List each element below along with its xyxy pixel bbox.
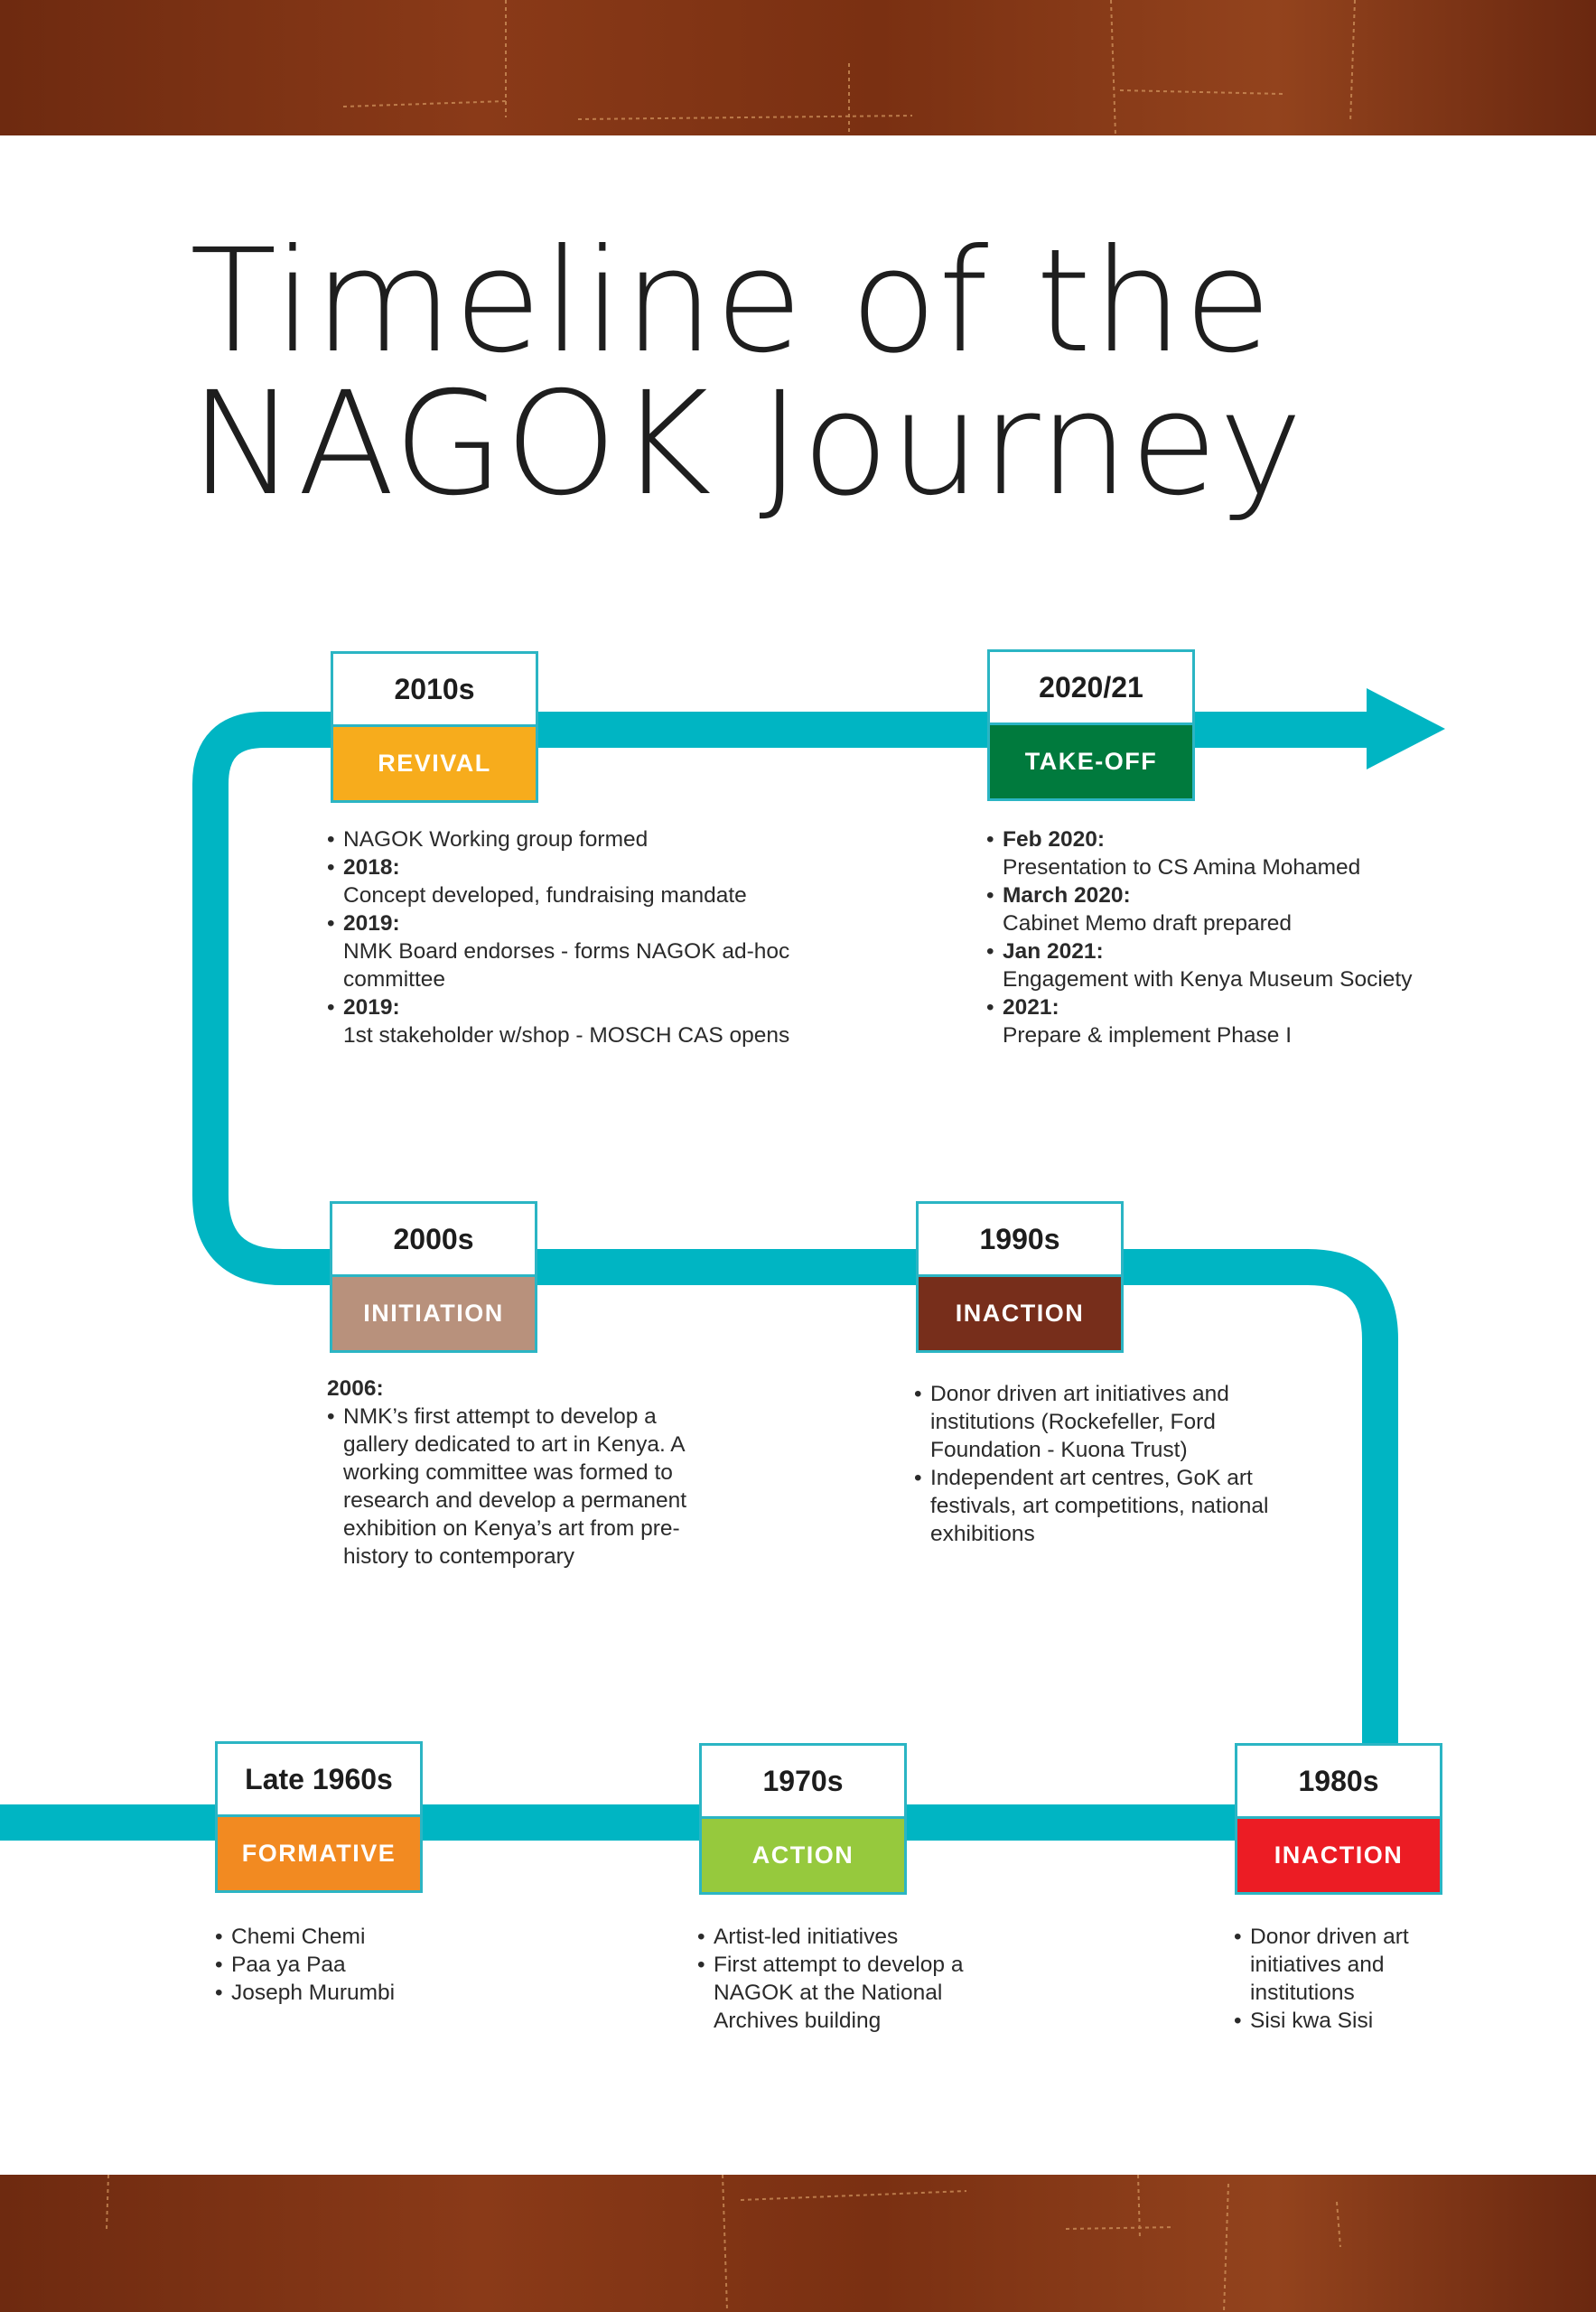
list-item: NMK’s first attempt to develop a gallery… bbox=[327, 1403, 706, 1571]
list-item: Feb 2020: Presentation to CS Amina Mohame… bbox=[986, 825, 1492, 881]
notes-list: Feb 2020: Presentation to CS Amina Mohame… bbox=[986, 825, 1492, 1049]
notes-1980s: Donor driven art initiatives and institu… bbox=[1234, 1923, 1460, 2035]
list-item-text: NAGOK Working group formed bbox=[343, 827, 649, 852]
list-item-text: Presentation to CS Amina Mohamed bbox=[1003, 855, 1361, 880]
top-fabric-band bbox=[0, 0, 1596, 135]
list-item-date: Feb 2020: bbox=[1003, 827, 1106, 852]
list-item: Donor driven art initiatives and institu… bbox=[1234, 1923, 1460, 2007]
list-item: Joseph Murumbi bbox=[215, 1979, 486, 2007]
milestone-1970s: 1970s ACTION bbox=[699, 1743, 907, 1895]
list-item-date: Jan 2021: bbox=[1003, 939, 1104, 964]
page-title: Timeline of the NAGOK Journey bbox=[190, 230, 1304, 516]
milestone-phase-inaction: INACTION bbox=[1235, 1819, 1442, 1895]
list-item: NAGOK Working group formed bbox=[327, 825, 860, 853]
list-item: 2018: Concept developed, fundraising mand… bbox=[327, 853, 860, 909]
notes-1970s: Artist-led initiativesFirst attempt to d… bbox=[697, 1923, 1004, 2035]
list-item: Jan 2021: Engagement with Kenya Museum So… bbox=[986, 937, 1492, 993]
notes-year-heading: 2006: bbox=[327, 1376, 384, 1401]
list-item-text: Independent art centres, GoK art festiva… bbox=[930, 1466, 1269, 1546]
list-item-text: Sisi kwa Sisi bbox=[1250, 2009, 1374, 2033]
list-item-text: Concept developed, fundraising mandate bbox=[343, 883, 747, 908]
notes-late-1960s: Chemi ChemiPaa ya PaaJoseph Murumbi bbox=[215, 1923, 486, 2007]
notes-2000s: 2006: NMK’s first attempt to develop a ga… bbox=[327, 1375, 706, 1571]
milestone-2010s: 2010s REVIVAL bbox=[331, 651, 538, 803]
milestone-phase-inaction: INACTION bbox=[916, 1277, 1124, 1353]
list-item: Independent art centres, GoK art festiva… bbox=[914, 1464, 1293, 1548]
milestone-2000s: 2000s INITIATION bbox=[330, 1201, 537, 1353]
notes-2020-21: Feb 2020: Presentation to CS Amina Mohame… bbox=[986, 825, 1492, 1049]
list-item: Sisi kwa Sisi bbox=[1234, 2007, 1460, 2035]
list-item-text: Engagement with Kenya Museum Society bbox=[1003, 967, 1413, 992]
milestone-phase-formative: FORMATIVE bbox=[215, 1817, 423, 1893]
list-item-text: NMK’s first attempt to develop a gallery… bbox=[343, 1404, 687, 1569]
list-item: 2019: 1st stakeholder w/shop - MOSCH CAS … bbox=[327, 993, 860, 1049]
list-item: First attempt to develop a NAGOK at the … bbox=[697, 1951, 1004, 2035]
milestone-year: Late 1960s bbox=[215, 1741, 423, 1817]
list-item-text: Paa ya Paa bbox=[231, 1953, 346, 1977]
milestone-year: 2000s bbox=[330, 1201, 537, 1277]
list-item-date: 2018: bbox=[343, 855, 400, 880]
milestone-phase-take-off: TAKE-OFF bbox=[987, 725, 1195, 801]
list-item: Chemi Chemi bbox=[215, 1923, 486, 1951]
notes-2010s: NAGOK Working group formed 2018: Concept d… bbox=[327, 825, 860, 1049]
list-item-text: Donor driven art initiatives and institu… bbox=[930, 1382, 1229, 1462]
milestone-phase-revival: REVIVAL bbox=[331, 727, 538, 803]
milestone-1980s: 1980s INACTION bbox=[1235, 1743, 1442, 1895]
notes-1990s: Donor driven art initiatives and institu… bbox=[914, 1380, 1293, 1548]
milestone-1990s: 1990s INACTION bbox=[916, 1201, 1124, 1353]
list-item: Paa ya Paa bbox=[215, 1951, 486, 1979]
notes-list: NAGOK Working group formed 2018: Concept d… bbox=[327, 825, 860, 1049]
milestone-year: 2020/21 bbox=[987, 649, 1195, 725]
milestone-late-1960s: Late 1960s FORMATIVE bbox=[215, 1741, 423, 1893]
list-item: Artist-led initiatives bbox=[697, 1923, 1004, 1951]
list-item-text: Artist-led initiatives bbox=[714, 1925, 899, 1949]
notes-list: NMK’s first attempt to develop a gallery… bbox=[327, 1403, 706, 1571]
bottom-fabric-band bbox=[0, 2175, 1596, 2312]
notes-list: Chemi ChemiPaa ya PaaJoseph Murumbi bbox=[215, 1923, 486, 2007]
list-item-text: 1st stakeholder w/shop - MOSCH CAS opens bbox=[343, 1023, 790, 1048]
list-item: 2019: NMK Board endorses - forms NAGOK ad… bbox=[327, 909, 860, 993]
milestone-year: 2010s bbox=[331, 651, 538, 727]
list-item-text: Prepare & implement Phase I bbox=[1003, 1023, 1293, 1048]
notes-list: Donor driven art initiatives and institu… bbox=[1234, 1923, 1460, 2035]
milestone-phase-action: ACTION bbox=[699, 1819, 907, 1895]
milestone-phase-initiation: INITIATION bbox=[330, 1277, 537, 1353]
title-line-1: Timeline of the bbox=[190, 219, 1273, 385]
list-item: 2021: Prepare & implement Phase I bbox=[986, 993, 1492, 1049]
list-item-text: First attempt to develop a NAGOK at the … bbox=[714, 1953, 964, 2033]
list-item-text: NMK Board endorses - forms NAGOK ad-hoc … bbox=[343, 939, 790, 992]
list-item-date: March 2020: bbox=[1003, 883, 1131, 908]
notes-list: Artist-led initiativesFirst attempt to d… bbox=[697, 1923, 1004, 2035]
list-item-text: Donor driven art initiatives and institu… bbox=[1250, 1925, 1409, 2005]
milestone-year: 1990s bbox=[916, 1201, 1124, 1277]
milestone-2020-21: 2020/21 TAKE-OFF bbox=[987, 649, 1195, 801]
list-item-date: 2021: bbox=[1003, 995, 1059, 1020]
list-item: March 2020: Cabinet Memo draft prepared bbox=[986, 881, 1492, 937]
list-item-text: Joseph Murumbi bbox=[231, 1981, 396, 2005]
notes-list: Donor driven art initiatives and institu… bbox=[914, 1380, 1293, 1548]
list-item-text: Chemi Chemi bbox=[231, 1925, 366, 1949]
list-item-date: 2019: bbox=[343, 995, 400, 1020]
timeline-arrow-head bbox=[1367, 688, 1445, 769]
list-item-date: 2019: bbox=[343, 911, 400, 936]
list-item: Donor driven art initiatives and institu… bbox=[914, 1380, 1293, 1464]
list-item-text: Cabinet Memo draft prepared bbox=[1003, 911, 1293, 936]
milestone-year: 1980s bbox=[1235, 1743, 1442, 1819]
milestone-year: 1970s bbox=[699, 1743, 907, 1819]
title-line-2: NAGOK Journey bbox=[190, 361, 1304, 527]
